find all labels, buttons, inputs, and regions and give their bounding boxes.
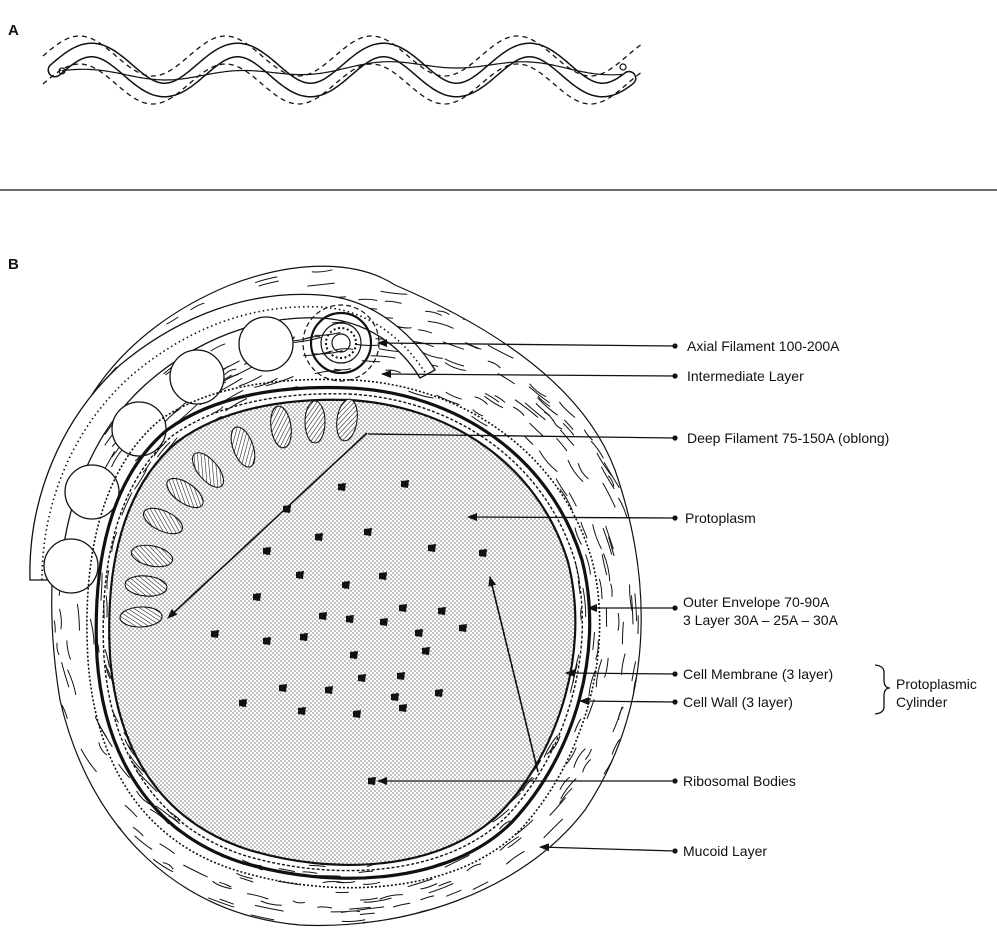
ribosome bbox=[438, 607, 446, 615]
ribosome bbox=[319, 612, 327, 620]
ribosome bbox=[338, 483, 346, 491]
ribosome bbox=[325, 686, 333, 694]
ribosome bbox=[422, 647, 430, 655]
label-protoplasmic: Protoplasmic bbox=[896, 676, 977, 693]
leader-dots bbox=[672, 343, 677, 853]
ribosome bbox=[263, 547, 271, 555]
ribosome bbox=[358, 674, 366, 682]
ribosome bbox=[296, 571, 304, 579]
label-protoplasm: Protoplasm bbox=[685, 510, 756, 527]
ribosome bbox=[380, 618, 388, 626]
ribosome bbox=[253, 593, 261, 601]
ribosome bbox=[350, 651, 358, 659]
label-cell-membrane: Cell Membrane (3 layer) bbox=[683, 666, 833, 683]
ribosome bbox=[300, 633, 308, 641]
ribosome bbox=[399, 604, 407, 612]
label-mucoid-layer: Mucoid Layer bbox=[683, 843, 767, 860]
ribosome bbox=[239, 699, 247, 707]
label-outer-envelope-layers: 3 Layer 30A – 25A – 30A bbox=[683, 612, 838, 629]
ribosome bbox=[435, 689, 443, 697]
ribosome bbox=[459, 624, 467, 632]
ribosome bbox=[415, 629, 423, 637]
label-cylinder: Cylinder bbox=[896, 694, 947, 711]
label-outer-envelope: Outer Envelope 70-90A bbox=[683, 594, 829, 611]
ribosome bbox=[479, 549, 487, 557]
ribosome bbox=[399, 704, 407, 712]
ribosome bbox=[211, 630, 219, 638]
label-cell-wall: Cell Wall (3 layer) bbox=[683, 694, 793, 711]
ribosome bbox=[342, 581, 350, 589]
ribosome bbox=[428, 544, 436, 552]
ribosome bbox=[263, 637, 271, 645]
ribosome bbox=[391, 693, 399, 701]
ribosome bbox=[397, 672, 405, 680]
protoplasm-region bbox=[109, 400, 575, 865]
ribosome bbox=[353, 710, 361, 718]
label-axial-filament: Axial Filament 100-200A bbox=[687, 338, 840, 355]
ribosome bbox=[368, 777, 376, 785]
ribosome bbox=[401, 480, 409, 488]
ribosome bbox=[315, 533, 323, 541]
panel-label-b: B bbox=[8, 256, 19, 273]
spirochete-insertion-right bbox=[620, 64, 626, 70]
ribosome bbox=[364, 528, 372, 536]
ribosome bbox=[279, 684, 287, 692]
label-deep-filament: Deep Filament 75-150A (oblong) bbox=[687, 430, 889, 447]
ribosome bbox=[298, 707, 306, 715]
protoplasmic-cylinder-bracket bbox=[875, 665, 890, 714]
panel-label-a: A bbox=[8, 22, 19, 39]
label-ribosomal-bodies: Ribosomal Bodies bbox=[683, 773, 796, 790]
label-intermediate-layer: Intermediate Layer bbox=[687, 368, 804, 385]
ribosome bbox=[379, 572, 387, 580]
ribosome bbox=[346, 615, 354, 623]
spirochete-figure bbox=[43, 36, 641, 104]
